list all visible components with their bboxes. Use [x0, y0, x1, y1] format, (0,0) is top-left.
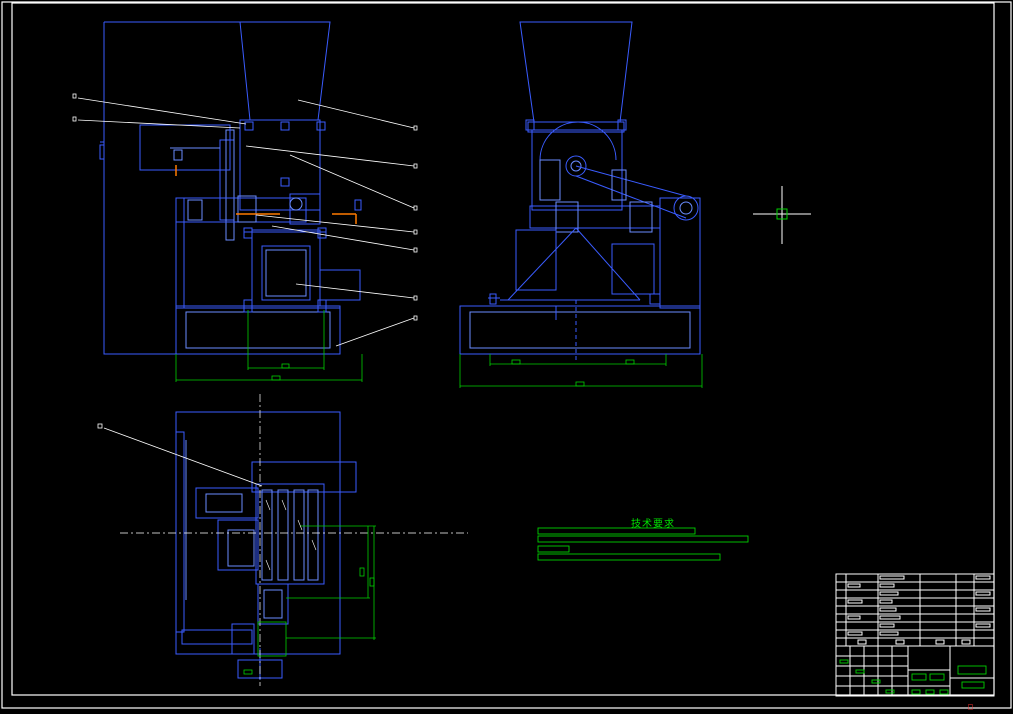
- side-view: [459, 21, 701, 362]
- front-view-leaders: [72, 93, 418, 347]
- top-view-hatch: [265, 499, 317, 571]
- front-view-hatch: [175, 165, 357, 224]
- side-view-dimensions: [459, 354, 703, 388]
- title-block-fields: [839, 659, 987, 695]
- crosshair-cursor-icon: [753, 186, 811, 244]
- top-view-leader: [97, 423, 263, 487]
- top-view-dimensions: [243, 525, 376, 675]
- title-block: [835, 573, 995, 697]
- technical-requirements-lines: [537, 527, 749, 561]
- front-view: [99, 21, 362, 355]
- technical-requirements-title: 技术要求: [631, 519, 675, 530]
- front-view-dimensions: [175, 310, 363, 382]
- top-view-center-lines: [120, 394, 468, 686]
- corner-mark: □: [968, 702, 973, 711]
